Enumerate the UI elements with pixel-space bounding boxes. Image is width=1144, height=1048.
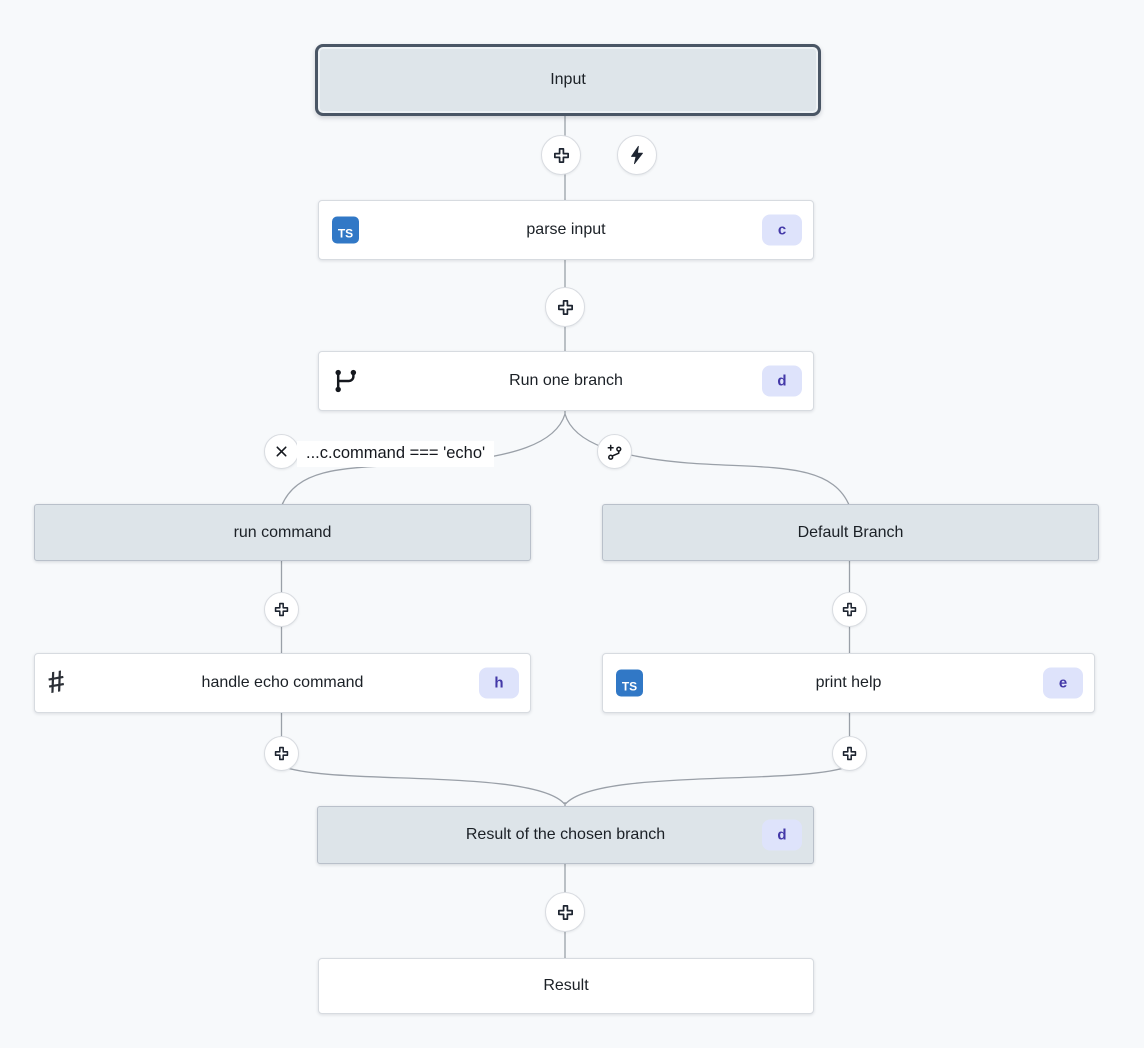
plus-icon (557, 904, 573, 920)
hash-icon: # (45, 664, 68, 701)
branch-header-label: run command (233, 523, 332, 541)
plus-icon (557, 299, 573, 315)
branch-merge-result-node[interactable]: Result of the chosen branch d (317, 806, 814, 864)
typescript-icon: TS (616, 669, 643, 697)
lightning-icon (631, 145, 643, 165)
step-id-badge: c (762, 214, 802, 246)
add-step-button[interactable] (264, 736, 299, 771)
step-id-badge: d (762, 819, 802, 851)
plus-icon (274, 602, 289, 617)
step-id-badge: d (762, 365, 802, 397)
input-node-label: Input (550, 71, 586, 88)
result-node-label: Result (543, 977, 589, 994)
step-handle-echo-command[interactable]: # handle echo command h (34, 653, 531, 713)
result-node[interactable]: Result (318, 958, 814, 1014)
branch-header-default[interactable]: Default Branch (602, 504, 1099, 561)
step-print-help[interactable]: TS print help e (602, 653, 1095, 713)
git-branch-icon (332, 368, 359, 395)
step-run-one-branch[interactable]: Run one branch d (318, 351, 814, 411)
add-step-button[interactable] (545, 287, 585, 327)
step-label: handle echo command (201, 674, 364, 691)
step-id-badge: e (1043, 667, 1083, 699)
trigger-button[interactable] (617, 135, 657, 175)
remove-branch-button[interactable] (264, 434, 299, 469)
close-icon (276, 446, 287, 457)
branch-plus-icon (607, 444, 622, 460)
typescript-icon: TS (332, 216, 359, 244)
add-step-button[interactable] (545, 892, 585, 932)
plus-icon (274, 746, 289, 761)
step-id-badge: h (479, 667, 519, 699)
input-node[interactable]: Input (315, 44, 821, 116)
step-parse-input[interactable]: TS parse input c (318, 200, 814, 260)
branch-condition-label[interactable]: ...c.command === 'echo' (297, 441, 495, 467)
branch-header-run-command[interactable]: run command (34, 504, 531, 561)
step-label: Run one branch (509, 372, 623, 389)
plus-icon (842, 602, 857, 617)
add-step-button[interactable] (541, 135, 581, 175)
add-step-button[interactable] (264, 592, 299, 627)
branch-header-label: Default Branch (797, 523, 904, 541)
plus-icon (842, 746, 857, 761)
add-step-button[interactable] (832, 736, 867, 771)
add-step-button[interactable] (832, 592, 867, 627)
add-branch-button[interactable] (597, 434, 632, 469)
step-label: print help (815, 674, 882, 691)
merge-node-label: Result of the chosen branch (465, 826, 666, 843)
step-label: parse input (526, 221, 606, 238)
plus-icon (553, 147, 569, 163)
